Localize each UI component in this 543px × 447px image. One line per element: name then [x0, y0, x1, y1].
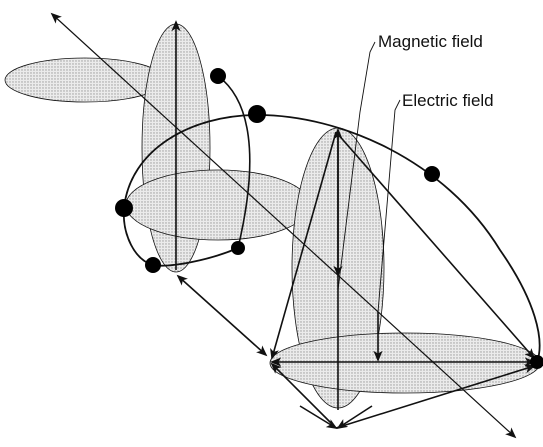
orbit-dot: [248, 105, 266, 123]
electric-leader: [377, 99, 401, 313]
electric-field-label: Electric field: [402, 91, 494, 110]
orbit-dot: [145, 257, 161, 273]
cone-edge-left: [270, 131, 337, 360]
orbit-dot: [231, 241, 245, 255]
cone-edge-right: [335, 131, 536, 360]
cone-edge-bottom-b: [336, 405, 373, 429]
field-vector-diagonal: [176, 274, 268, 357]
magnetic-ellipse-lower: [269, 332, 541, 394]
cone-edge-bottom-a: [299, 405, 338, 429]
orbit-dot: [210, 68, 226, 84]
magnetic-leader: [337, 41, 376, 291]
magnetic-ellipse-middle: [125, 169, 311, 241]
cone-edge-bottom-right: [335, 364, 536, 429]
magnetic-field-label: Magnetic field: [378, 32, 483, 51]
cone-edge-bottom-left: [270, 362, 337, 429]
orbit-dot: [115, 199, 133, 217]
orbit-dot: [424, 166, 440, 182]
orbit-dot: [530, 355, 543, 369]
